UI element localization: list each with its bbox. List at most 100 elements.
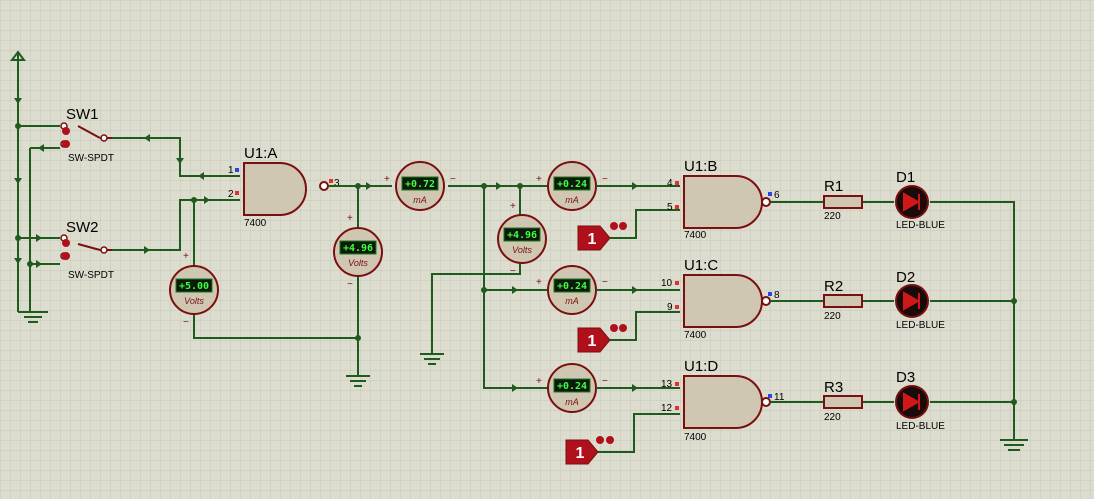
resistor-r2-value: 220 xyxy=(824,311,841,322)
gate-u1b[interactable]: U1:B 7400 4 5 6 xyxy=(667,158,780,241)
gate-u1b-part: 7400 xyxy=(684,230,707,241)
voltmeter-node: +4.96 Volts + − xyxy=(497,201,547,277)
ammeter-b-unit: mA xyxy=(565,195,579,205)
voltmeter-u1a-reading: +4.96 xyxy=(343,243,373,254)
gate-u1d-pin13: 13 xyxy=(661,379,673,390)
resistor-r1-value: 220 xyxy=(824,211,841,222)
resistor-r2-ref: R2 xyxy=(824,278,843,295)
ammeter-u1a-unit: mA xyxy=(413,195,427,205)
ammeter-d: +0.24 mA + − xyxy=(536,363,608,413)
logic-state-d-value: 1 xyxy=(576,445,585,462)
led-d2-ref: D2 xyxy=(896,269,915,286)
voltmeter-input: +5.00 Volts + − xyxy=(169,251,219,328)
gate-u1a-pin2: 2 xyxy=(228,189,234,200)
svg-text:+: + xyxy=(510,201,516,212)
gate-u1c-pin10: 10 xyxy=(661,278,673,289)
gate-u1b-pin5: 5 xyxy=(667,202,673,213)
ammeter-c-unit: mA xyxy=(565,296,579,306)
voltmeter-input-unit: Volts xyxy=(184,296,204,306)
svg-text:+: + xyxy=(536,277,542,288)
voltmeter-node-unit: Volts xyxy=(512,245,532,255)
logic-state-c-value: 1 xyxy=(588,333,597,350)
ammeter-d-reading: +0.24 xyxy=(557,381,587,392)
junction xyxy=(191,197,197,203)
ground-u1a xyxy=(346,186,370,387)
led-d3-type: LED-BLUE xyxy=(896,421,945,432)
switch-sw1[interactable]: SW1 SW-SPDT xyxy=(18,106,240,180)
gate-u1b-ref: U1:B xyxy=(684,158,717,175)
svg-text:−: − xyxy=(510,266,516,277)
sw2-type: SW-SPDT xyxy=(68,270,114,281)
wire-vin xyxy=(193,200,358,339)
junction xyxy=(1011,298,1017,304)
resistor-r1-ref: R1 xyxy=(824,178,843,195)
gate-u1d-pin11: 11 xyxy=(774,392,785,403)
ground-right xyxy=(1000,439,1028,451)
ammeter-b-reading: +0.24 xyxy=(557,179,587,190)
svg-text:−: − xyxy=(450,174,456,185)
resistor-r3[interactable]: R3 220 xyxy=(823,379,863,423)
gate-u1a-ref: U1:A xyxy=(244,145,277,162)
ammeter-c: +0.24 mA + − xyxy=(536,265,608,315)
gate-u1c-pin9: 9 xyxy=(667,302,673,313)
resistor-r2[interactable]: R2 220 xyxy=(823,278,863,322)
svg-text:−: − xyxy=(602,277,608,288)
junction xyxy=(1011,399,1017,405)
gate-u1b-pin4: 4 xyxy=(667,178,673,189)
gate-u1b-pin6: 6 xyxy=(774,190,780,201)
led-d1-type: LED-BLUE xyxy=(896,220,945,231)
gate-u1a-part: 7400 xyxy=(244,218,267,229)
switch-sw2[interactable]: SW2 SW-SPDT xyxy=(18,196,240,281)
led-d3[interactable]: D3 LED-BLUE xyxy=(895,369,945,432)
svg-text:+: + xyxy=(536,376,542,387)
svg-text:+: + xyxy=(183,251,189,262)
logic-state-d[interactable]: 1 xyxy=(565,413,680,465)
voltmeter-node-reading: +4.96 xyxy=(507,230,537,241)
led-d2[interactable]: D2 LED-BLUE xyxy=(895,269,945,331)
voltmeter-input-reading: +5.00 xyxy=(179,281,209,292)
ammeter-u1a-reading: +0.72 xyxy=(405,179,435,190)
gate-u1d-ref: U1:D xyxy=(684,358,718,375)
sw1-ref: SW1 xyxy=(66,106,99,123)
svg-text:−: − xyxy=(347,279,353,290)
ammeter-d-unit: mA xyxy=(565,397,579,407)
led-d1[interactable]: D1 LED-BLUE xyxy=(895,169,945,231)
ammeter-u1a-out: +0.72 mA + − xyxy=(384,161,456,211)
gate-u1a[interactable]: U1:A 7400 1 2 3 xyxy=(228,145,340,229)
gate-u1d-pin12: 12 xyxy=(661,403,673,414)
ground-symbol-left xyxy=(18,148,48,323)
resistor-r3-value: 220 xyxy=(824,412,841,423)
led-d1-ref: D1 xyxy=(896,169,915,186)
logic-state-c[interactable]: 1 xyxy=(577,311,680,353)
gate-u1a-pin3: 3 xyxy=(334,178,340,189)
junction xyxy=(355,335,361,341)
ammeter-b: +0.24 mA + − xyxy=(536,161,608,211)
wire-out-b xyxy=(770,201,1015,440)
logic-state-b-value: 1 xyxy=(588,231,597,248)
gate-u1c-part: 7400 xyxy=(684,330,707,341)
logic-state-b[interactable]: 1 xyxy=(577,209,680,251)
ammeter-c-reading: +0.24 xyxy=(557,281,587,292)
led-d3-ref: D3 xyxy=(896,369,915,386)
gate-u1a-pin1: 1 xyxy=(228,165,234,176)
svg-text:+: + xyxy=(536,174,542,185)
junction xyxy=(481,287,487,293)
resistor-r3-ref: R3 xyxy=(824,379,843,396)
gate-u1d-part: 7400 xyxy=(684,432,707,443)
svg-text:−: − xyxy=(183,317,189,328)
resistor-r1[interactable]: R1 220 xyxy=(823,178,863,222)
gate-u1c-ref: U1:C xyxy=(684,257,718,274)
led-d2-type: LED-BLUE xyxy=(896,320,945,331)
gate-u1d[interactable]: U1:D 7400 13 12 11 xyxy=(661,358,785,443)
svg-text:+: + xyxy=(347,213,353,224)
voltmeter-u1a-unit: Volts xyxy=(348,258,368,268)
svg-text:−: − xyxy=(602,174,608,185)
svg-text:+: + xyxy=(384,174,390,185)
power-terminal[interactable] xyxy=(10,50,26,312)
gate-u1c-pin8: 8 xyxy=(774,290,780,301)
sw1-type: SW-SPDT xyxy=(68,153,114,164)
wire-bus-vertical xyxy=(483,186,548,389)
voltmeter-u1a-out: +4.96 Volts + − xyxy=(333,213,383,290)
